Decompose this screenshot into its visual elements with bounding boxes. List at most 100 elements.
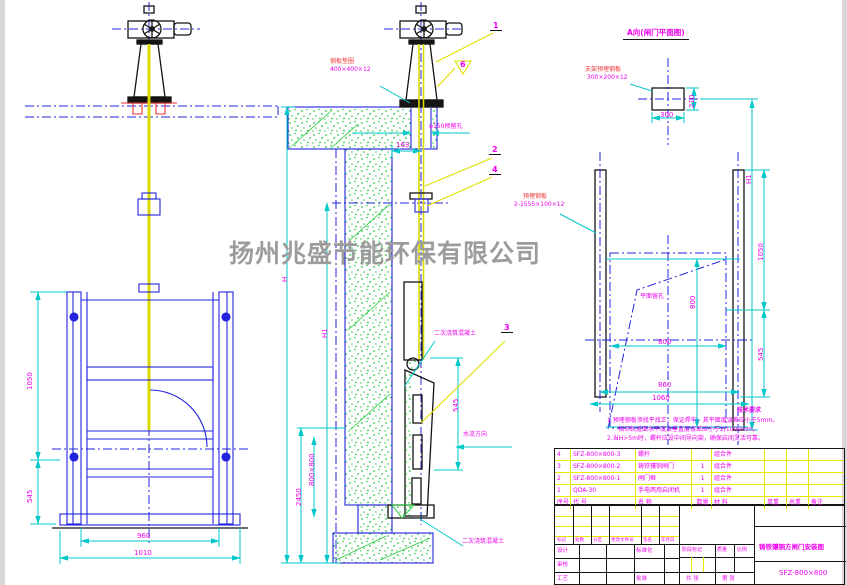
bom-code: SFZ-800×800-1 <box>571 473 636 484</box>
notes-title: 技术要求 <box>737 407 762 414</box>
bom-name: 铸铁镶铜闸门 <box>636 461 692 472</box>
bom-no: 4 <box>555 449 571 460</box>
callout-2: 2 <box>489 145 501 155</box>
section-plate-size: 400×400×12 <box>330 66 371 73</box>
bom-qty: 1 <box>692 473 712 484</box>
plan-dim-545: 545 <box>757 347 765 361</box>
plan-dim-210: 210 <box>688 94 696 108</box>
plan-dim-860: 860 <box>658 381 672 389</box>
plan-rail-size: 2-1555×100×12 <box>514 201 565 208</box>
table-row: 1 QDA-30 手电两用启闭机 1 组合件 <box>555 485 844 497</box>
rev-header-docno: 更改文件号 <box>611 538 634 543</box>
plan-dim-1050: 1050 <box>757 243 765 261</box>
drawing-number: SFZ-800×800 <box>779 569 828 577</box>
section-plate-label: 钢板垫圈 <box>330 58 355 65</box>
front-view <box>25 2 279 564</box>
titleblock-design: 设计 <box>557 548 569 554</box>
drawing-title: 铸铁镶铜方闸门安装图 <box>759 543 824 551</box>
table-row: 4 SFZ-800×800-3 螺杆 组合件 <box>555 449 844 461</box>
front-dim-545: 545 <box>26 489 34 503</box>
plan-plate-size: 300×200×12 <box>587 74 628 81</box>
notes-line-1: 1.预埋钢板须找平找正，保证焊牢，其平面度误差应小于5mm。 <box>607 417 779 424</box>
bom-qty <box>692 449 712 460</box>
bom-no: 1 <box>555 485 571 496</box>
plan-dim-300: 300 <box>660 111 674 119</box>
notes-line-3: 2.当H>5m时，螺杆应设中间导向架，确保启闭灵活可靠。 <box>607 435 764 442</box>
bom-header-row: 序号 代 号 名 称 数量 材 料 单重 总重 备注 <box>555 497 844 509</box>
callout-4: 4 <box>489 165 501 175</box>
bom-material: 组合件 <box>712 449 765 460</box>
section-gate <box>387 281 435 519</box>
titleblock-weight: 质量 <box>717 547 728 553</box>
section-dim-800x800: 800×800 <box>308 453 316 486</box>
plan-rail-label: 预埋钢板 <box>523 193 548 200</box>
plan-view <box>559 58 770 445</box>
table-row: 3 SFZ-800×800-2 铸铁镶铜闸门 1 组合件 <box>555 461 844 473</box>
bom-code: SFZ-800×800-3 <box>571 449 636 460</box>
rev-header-mark: 标记 <box>557 538 566 543</box>
bom-name: 闸门框 <box>636 473 692 484</box>
plan-dim-800v: 800 <box>689 295 697 309</box>
bom-no: 3 <box>555 461 571 472</box>
titleblock-check: 审核 <box>557 562 569 568</box>
left-scan-margin <box>0 0 5 585</box>
bom-name: 螺杆 <box>636 449 692 460</box>
callout-3: 3 <box>501 323 513 333</box>
bom-qty: 1 <box>692 485 712 496</box>
section-dim-163: 163 <box>396 141 410 149</box>
section-actuator <box>399 5 463 108</box>
plan-dim-H1: H1 <box>745 174 753 184</box>
section-pour-concrete-upper: 二次浇筑混凝土 <box>434 330 477 337</box>
rev-header-count: 处数 <box>575 538 584 543</box>
section-hole-label: φ150预留孔 <box>429 123 463 130</box>
front-dim-960: 960 <box>137 532 151 540</box>
callout-leaders <box>420 32 506 424</box>
bom-material: 组合件 <box>712 461 765 472</box>
titleblock-stage: 阶段标记 <box>682 547 703 553</box>
front-dim-1050: 1050 <box>26 372 34 390</box>
section-pour-concrete-lower: 二次浇筑混凝土 <box>462 538 505 545</box>
title-block: 标记 处数 分区 更改文件号 签名 年月日 设计 标准化 审核 工艺 批准 阶段… <box>554 505 846 585</box>
bom-material: 组合件 <box>712 473 765 484</box>
plan-dim-800h: 800 <box>658 338 672 346</box>
titleblock-sheet-total: 共 张 <box>686 576 699 582</box>
front-gate-frame <box>59 283 241 526</box>
bom-material: 组合件 <box>712 485 765 496</box>
section-view <box>281 2 512 564</box>
titleblock-standard: 标准化 <box>636 548 653 554</box>
bom-qty: 1 <box>692 461 712 472</box>
bom-table: 4 SFZ-800×800-3 螺杆 组合件 3 SFZ-800×800-2 铸… <box>554 448 845 509</box>
bom-code: SFZ-800×800-2 <box>571 461 636 472</box>
plan-hole-label: 平面留孔 <box>640 293 665 300</box>
callout-6: 6 <box>460 60 466 69</box>
plan-plate-label: 支架预埋钢板 <box>585 66 622 73</box>
section-dim-H1: H1 <box>321 328 329 338</box>
plan-rails <box>594 169 745 431</box>
company-watermark: 扬州兆盛节能环保有限公司 <box>229 239 542 268</box>
bom-code: QDA-30 <box>571 485 636 496</box>
front-dimensions <box>30 291 241 564</box>
table-row: 2 SFZ-800×800-1 闸门框 1 组合件 <box>555 473 844 485</box>
concrete-wall <box>287 106 438 564</box>
section-dim-545: 545 <box>452 398 460 412</box>
front-dim-1010: 1010 <box>134 549 152 557</box>
right-scan-margin <box>842 0 847 585</box>
rev-header-zone: 分区 <box>593 538 602 543</box>
rev-header-sign: 签名 <box>643 538 652 543</box>
titleblock-approve: 批准 <box>636 576 648 582</box>
front-actuator <box>127 5 192 104</box>
plan-view-title: A向(闸门平面图) <box>623 27 689 40</box>
section-dimensions <box>281 106 470 564</box>
titleblock-sheet-no: 第 张 <box>722 576 735 582</box>
bom-name: 手电两用启闭机 <box>636 485 692 496</box>
rev-header-date: 年月日 <box>661 538 675 543</box>
titleblock-scale: 比例 <box>737 547 748 553</box>
callout-1: 1 <box>490 21 502 31</box>
flow-direction-label: 水流方向 <box>463 431 488 438</box>
plan-dimensions <box>589 99 770 431</box>
section-dim-H: H <box>281 276 289 282</box>
plan-dim-1060: 1060 <box>652 394 670 402</box>
section-dim-2450: 2450 <box>295 488 303 506</box>
